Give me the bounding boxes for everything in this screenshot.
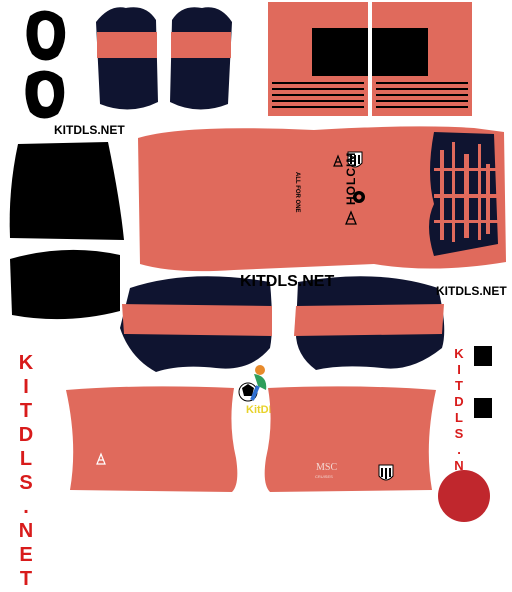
crest-icon: [347, 151, 363, 168]
watermark-top-left: KITDLS.NET: [54, 123, 125, 137]
watermark-left-vertical-text: KITDLS.NET: [15, 352, 37, 592]
watermark-left-vertical: KITDLS.NET: [12, 352, 40, 592]
sock-left: [268, 2, 368, 116]
shorts-crest-icon: [378, 464, 394, 481]
shorts-left: [66, 386, 238, 492]
kitdls-logo-icon: [238, 365, 267, 402]
brand-rooster-icon: [333, 154, 343, 167]
color-swatch-top: [474, 346, 492, 366]
sleeve-middle-right: [294, 276, 445, 370]
badge-circle: [438, 470, 490, 522]
shirt-sponsor: HOLCIM: [344, 151, 358, 205]
side-panel-upper: [9, 142, 125, 240]
watermark-right-vertical-text: KITDLS.NET: [451, 346, 467, 506]
shorts-sponsor-sub: CRUISES: [315, 474, 333, 479]
shirt-body: [138, 126, 506, 272]
collar-ring-bottom: [25, 70, 65, 119]
watermark-right-vertical: KITDLS.NET: [448, 346, 470, 506]
side-panel-lower: [10, 249, 120, 320]
holcim-logo-icon: [353, 191, 365, 203]
shorts-sponsor: MSC: [316, 462, 338, 473]
sleeve-top-left: [96, 7, 158, 110]
watermark-right: KITDLS.NET: [436, 284, 507, 298]
sock-right: [372, 2, 472, 116]
watermark-center: KITDLS.NET: [240, 273, 335, 290]
sleeve-top-right: [170, 7, 232, 110]
sleeve-middle-left: [120, 276, 272, 372]
shorts-brand-icon: [96, 452, 106, 465]
collar-ring-top: [26, 10, 66, 61]
shirt-back-text: ALL FOR ONE: [294, 172, 300, 213]
brand-rooster-icon-back: [345, 210, 357, 225]
color-swatch-bottom: [474, 398, 492, 418]
shorts-right: [264, 386, 436, 492]
